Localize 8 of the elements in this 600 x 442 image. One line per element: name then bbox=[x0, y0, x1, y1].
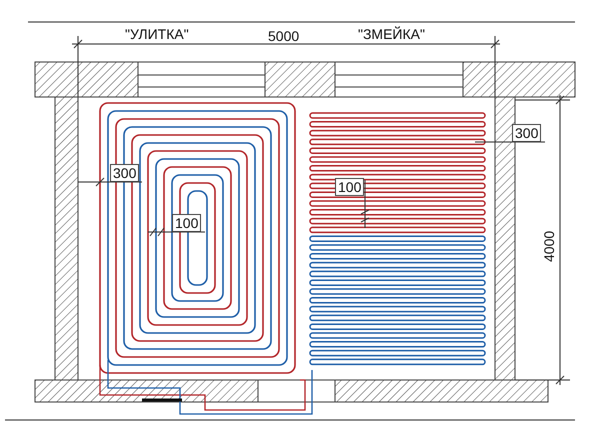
section-title: "ЗМЕЙКА" bbox=[358, 26, 425, 42]
dimension-label: 4000 bbox=[541, 230, 557, 262]
dimension-label: 300 bbox=[512, 124, 542, 142]
dimension-label: 5000 bbox=[268, 28, 300, 44]
dimension-label: 100 bbox=[335, 178, 364, 196]
dimension-label: 300 bbox=[110, 164, 140, 182]
dimension-label: 100 bbox=[172, 214, 202, 232]
section-title: "УЛИТКА" bbox=[125, 26, 189, 42]
